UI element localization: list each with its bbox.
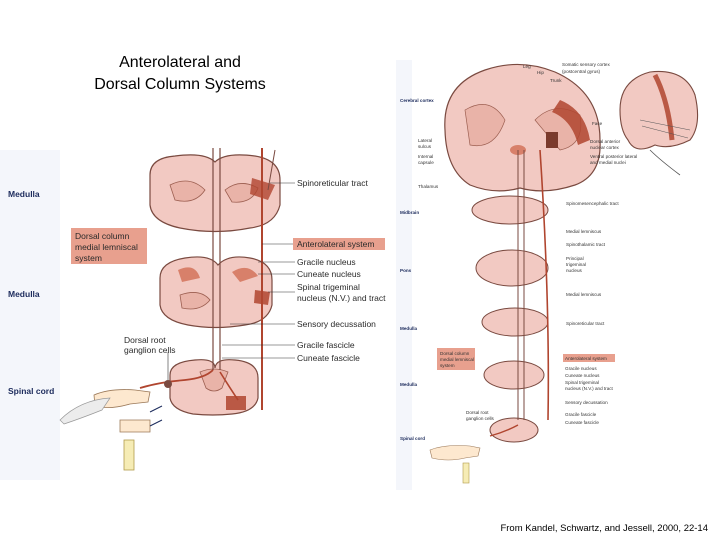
r-label-spinomes: Spinomesencephalic tract xyxy=(566,201,619,206)
r-label-dorsomedial-1: Dorsal anterior xyxy=(590,139,621,144)
section-label-medulla-r2: Medulla xyxy=(400,382,418,387)
r-label-internal-capsule-1: Internal xyxy=(418,154,433,159)
r-label-internal-capsule-2: capsule xyxy=(418,160,434,165)
dorsal-column-label-2: medial lemniscal xyxy=(75,242,138,252)
dorsal-column-label-3: system xyxy=(75,253,102,263)
r-label-face: Face xyxy=(592,121,603,126)
title-line-2: Dorsal Column Systems xyxy=(94,76,266,93)
r-label-lateral-sulcus-2: sulcus xyxy=(418,144,432,149)
left-panel: Medulla Medulla Spinal cord Dorsal colum… xyxy=(0,148,386,480)
medulla-upper-section xyxy=(149,154,281,233)
r-label-thalamus: Thalamus xyxy=(418,184,439,189)
figure-credit: From Kandel, Schwartz, and Jessell, 2000… xyxy=(500,523,708,534)
label-trigeminal-2: nucleus (N.V.) and tract xyxy=(297,293,386,303)
r-label-somatic-cortex-1: Somatic sensory cortex xyxy=(562,62,610,67)
label-cuneate-fascicle: Cuneate fascicle xyxy=(297,353,360,363)
brain-coronal-section xyxy=(444,63,601,192)
r-label-gracile-nucleus: Gracile nucleus xyxy=(565,366,597,371)
r-label-anterolateral: Anterolateral system xyxy=(565,356,607,361)
anterolateral-label-box xyxy=(293,238,385,250)
brain-lateral-view xyxy=(619,70,699,176)
r-label-lateral-sulcus-1: Lateral xyxy=(418,138,432,143)
medulla-middle-section xyxy=(159,256,273,329)
r-label-medial-lemniscus-2: Medial lemniscus xyxy=(566,292,602,297)
dorsal-column-label-1: Dorsal column xyxy=(75,231,130,241)
r-anterolateral-box xyxy=(563,354,615,362)
r-label-trig-2: nucleus (N.V.) and tract xyxy=(565,386,614,391)
label-gracile-nucleus: Gracile nucleus xyxy=(297,257,356,267)
label-cuneate-nucleus: Cuneate nucleus xyxy=(297,269,361,279)
spinal-cord-section-right xyxy=(489,417,539,443)
right-panel: Cerebral cortex Midbrain Pons Medulla Me… xyxy=(396,60,699,490)
label-trigeminal-1: Spinal trigeminal xyxy=(297,282,360,292)
spinal-cord-section xyxy=(169,359,259,416)
medulla-upper-section-right xyxy=(481,307,549,337)
title-line-1: Anterolateral and xyxy=(119,54,241,71)
r-label-medial-lemniscus: Medial lemniscus xyxy=(566,229,602,234)
section-label-pons: Pons xyxy=(400,268,412,273)
r-label-drg-1: Dorsal root xyxy=(466,410,489,415)
label-drg-1: Dorsal root xyxy=(124,335,166,345)
section-label-cerebral-cortex: Cerebral cortex xyxy=(400,98,434,103)
r-label-leg: Leg xyxy=(523,64,531,69)
label-decussation: Sensory decussation xyxy=(297,319,376,329)
r-label-dorsal-col-1: Dorsal column xyxy=(440,351,470,356)
r-label-decussation: Sensory decussation xyxy=(565,400,608,405)
r-label-drg-2: ganglion cells xyxy=(466,416,495,421)
r-label-principal-trig-1: Principal xyxy=(566,256,584,261)
section-label-midbrain: Midbrain xyxy=(400,210,419,215)
r-label-trunk: Trunk xyxy=(550,78,562,83)
r-label-dorsal-col-3: system xyxy=(440,363,455,368)
r-label-principal-trig-2: trigeminal xyxy=(566,262,586,267)
label-drg-2: ganglion cells xyxy=(124,345,176,355)
label-anterolateral: Anterolateral system xyxy=(297,239,374,249)
r-label-cuneate-nucleus: Cuneate nucleus xyxy=(565,373,600,378)
section-label-spinal-cord-r: Spinal cord xyxy=(400,436,425,441)
r-label-hip: Hip xyxy=(537,70,544,75)
r-label-trig-1: Spinal trigeminal xyxy=(565,380,599,385)
pons-section xyxy=(475,249,549,287)
r-label-spinothalamic: Spinothalamic tract xyxy=(566,242,606,247)
r-label-principal-trig-3: nucleus xyxy=(566,268,583,273)
r-label-vpl-2: and medial nuclei xyxy=(590,160,626,165)
r-label-vpl-1: Ventral posterior lateral xyxy=(590,154,637,159)
r-dorsal-column-box xyxy=(437,348,475,370)
r-label-spinoreticular: Spinoreticular tract xyxy=(566,321,605,326)
label-gracile-fascicle: Gracile fascicle xyxy=(297,340,355,350)
section-label-spinal-cord: Spinal cord xyxy=(8,386,54,396)
section-label-medulla-2: Medulla xyxy=(8,289,40,299)
r-label-somatic-cortex-2: (postcentral gyrus) xyxy=(562,69,601,74)
midbrain-section xyxy=(471,195,549,225)
label-spinoreticular: Spinoreticular tract xyxy=(297,178,369,188)
r-label-gracile-fascicle: Gracile fascicle xyxy=(565,412,597,417)
r-label-dorsal-col-2: medial lemniscal xyxy=(440,357,474,362)
right-margin-band xyxy=(396,60,412,490)
r-label-cuneate-fascicle: Cuneate fascicle xyxy=(565,420,599,425)
dorsal-column-label-box xyxy=(71,228,147,264)
left-margin-band xyxy=(0,150,60,480)
r-label-dorsomedial-2: nuclear cortex xyxy=(590,145,620,150)
section-label-medulla-1: Medulla xyxy=(8,189,40,199)
medulla-lower-section-right xyxy=(483,360,545,390)
section-label-medulla-r1: Medulla xyxy=(400,326,418,331)
page-title: Anterolateral and Dorsal Column Systems xyxy=(60,52,300,96)
